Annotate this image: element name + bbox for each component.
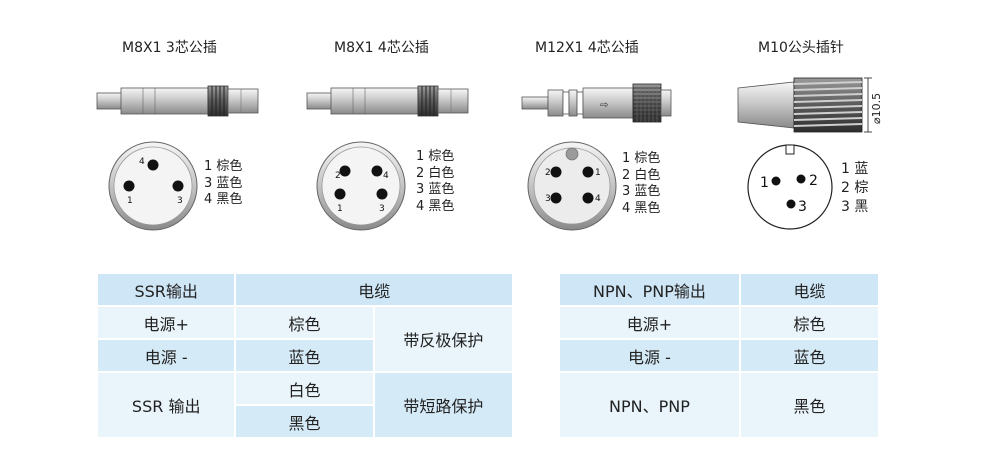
cell-wire-color: 黑色	[234, 404, 375, 439]
cell-function: NPN、PNP	[558, 371, 741, 439]
legend-item: 2 白色	[622, 167, 661, 183]
pin-number-label: 2	[809, 173, 818, 189]
legend-item: 2 白色	[416, 165, 455, 181]
m12-4pin-plug-illustration: ⇨	[521, 83, 672, 123]
m12-coding-key	[565, 147, 579, 161]
m8-3pin-pin-4	[147, 159, 159, 171]
m12-4pin-pin-4	[582, 192, 594, 204]
cell-function: SSR 输出	[95, 371, 237, 439]
table-row: NPN、PNP 黑色	[558, 371, 881, 439]
cell-wire-color: 白色	[234, 371, 375, 406]
pin-number-label: 1	[760, 175, 769, 191]
legend-item: 3 黑	[841, 199, 869, 215]
m8-4pin-pin-face: 2 4 1 3	[316, 141, 406, 231]
m10-diameter-label: ⌀10.5	[870, 93, 883, 124]
cell-protection: 带反极保护	[372, 305, 515, 373]
npn-pnp-wiring-table: NPN、PNP输出 电缆 电源+ 棕色 电源 - 蓝色 NPN、PNP 黑色	[558, 272, 881, 439]
table-row: 电源 - 蓝色	[558, 338, 881, 373]
header-cable: 电缆	[234, 272, 514, 307]
m12-4pin-wire-legend: 1 棕色 2 白色 3 蓝色 4 黑色	[622, 151, 660, 217]
m10-pin-face: 1 2 3	[747, 144, 833, 230]
legend-item: 3 蓝色	[622, 184, 661, 199]
m10-wire-legend: 1 蓝 2 棕 3 黑	[841, 160, 868, 217]
m10-pin-1	[771, 176, 781, 186]
m12-4pin-pin-1	[582, 166, 594, 178]
m10-pin-2	[796, 174, 806, 184]
svg-text:⇨: ⇨	[600, 100, 608, 111]
pin-number-label: 4	[595, 194, 601, 204]
cell-function: 电源+	[95, 305, 237, 340]
m12-4pin-pin-3	[550, 192, 562, 204]
table-header-row: SSR输出 电缆	[95, 272, 514, 307]
pin-number-label: 3	[379, 204, 385, 214]
connector-title-m10: M10公头插针	[758, 40, 844, 56]
header-output: NPN、PNP输出	[558, 272, 741, 307]
pin-number-label: 1	[595, 168, 601, 178]
cell-function: 电源 -	[558, 338, 741, 373]
connector-title-m8-4pin: M8X1 4芯公插	[334, 40, 429, 56]
m10-pin-3	[786, 199, 796, 209]
header-cable: 电缆	[738, 272, 881, 307]
m10-plug-illustration: ⌀10.5	[737, 77, 883, 133]
m8-3pin-pin-face: 4 1 3	[108, 141, 198, 231]
m8-4pin-pin-1	[334, 188, 346, 200]
connector-title-m8-3pin: M8X1 3芯公插	[122, 40, 217, 56]
pin-number-label: 4	[383, 171, 389, 181]
table-row: 电源+ 棕色 带反极保护	[95, 305, 515, 373]
cell-protection: 带短路保护	[372, 371, 515, 439]
m8-4pin-pin-4	[371, 165, 383, 177]
m8-3pin-pin-3	[172, 180, 184, 192]
m8-4pin-wire-legend: 1 棕色 2 白色 3 蓝色 4 黑色	[416, 149, 454, 215]
pin-number-label: 4	[139, 157, 145, 167]
cell-function: 电源 -	[95, 338, 237, 373]
legend-item: 1 蓝	[841, 161, 869, 177]
cell-wire-color: 蓝色	[234, 338, 375, 373]
ssr-wiring-table: SSR输出 电缆 电源+ 棕色 带反极保护 电源 - 蓝色 SSR 输出 白色 …	[95, 272, 515, 439]
m10-coding-key	[785, 144, 795, 155]
pin-number-label: 3	[798, 199, 807, 215]
pin-number-label: 1	[337, 204, 343, 214]
legend-item: 3 蓝色	[204, 175, 243, 191]
m8-3pin-pin-1	[123, 180, 135, 192]
cell-wire-color: 棕色	[234, 305, 375, 340]
cell-wire-color: 棕色	[738, 305, 881, 340]
m12-4pin-pin-2	[550, 166, 562, 178]
m8-4pin-pin-2	[339, 165, 351, 177]
pin-number-label: 3	[177, 196, 183, 206]
legend-item: 1 棕色	[204, 159, 243, 174]
pin-number-label: 2	[545, 168, 551, 178]
cell-wire-color: 蓝色	[738, 338, 881, 373]
table-row: 电源 - 蓝色	[95, 338, 513, 373]
pin-number-label: 3	[545, 194, 551, 204]
m8-3pin-plug-illustration	[96, 85, 259, 117]
pin-number-label: 1	[127, 196, 133, 206]
table-row: 电源+ 棕色	[558, 305, 881, 340]
m8-4pin-pin-3	[376, 188, 388, 200]
pin-number-label: 2	[335, 171, 341, 181]
m8-3pin-wire-legend: 1 棕色 3 蓝色 4 黑色	[204, 159, 242, 209]
cell-function: 电源+	[558, 305, 741, 340]
legend-item: 3 蓝色	[416, 182, 455, 197]
legend-item: 4 黑色	[416, 198, 455, 214]
connector-title-m12-4pin: M12X1 4芯公插	[535, 40, 639, 56]
m8-4pin-plug-illustration	[306, 85, 469, 117]
table-row: SSR 输出 白色 带短路保护	[95, 371, 515, 439]
legend-item: 1 棕色	[416, 149, 455, 164]
header-output: SSR输出	[95, 272, 237, 307]
legend-item: 4 黑色	[204, 192, 243, 207]
m12-4pin-pin-face: 2 1 3 4	[527, 141, 617, 231]
legend-item: 2 棕	[841, 180, 869, 196]
table-row: 黑色	[97, 404, 513, 439]
legend-item: 1 棕色	[622, 151, 661, 166]
table-header-row: NPN、PNP输出 电缆	[558, 272, 881, 307]
legend-item: 4 黑色	[622, 200, 661, 216]
cell-wire-color: 黑色	[738, 371, 881, 439]
